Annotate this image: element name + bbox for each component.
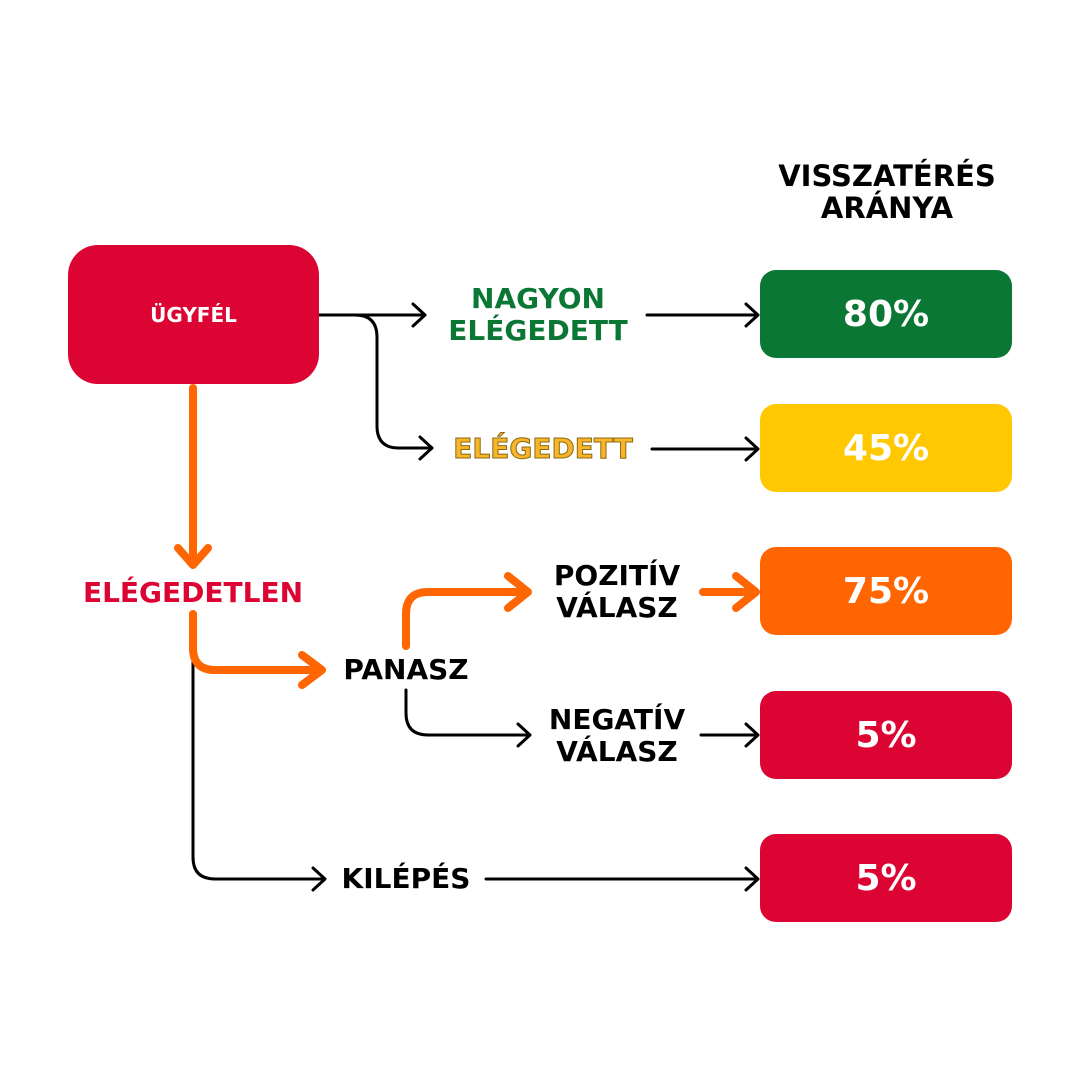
rate-box-negative: 5% bbox=[760, 691, 1012, 779]
connector-rate-3 bbox=[699, 572, 760, 612]
satisfied-label: ELÉGEDETT bbox=[453, 432, 633, 465]
rate-box-satisfied: 45% bbox=[760, 404, 1012, 492]
connector-positive bbox=[402, 572, 532, 650]
connector-dissatisfied bbox=[174, 384, 212, 569]
positive-line2: VÁLASZ bbox=[556, 591, 678, 624]
rate-box-very-satisfied: 80% bbox=[760, 270, 1012, 358]
negative-line1: NEGATÍV bbox=[548, 703, 686, 736]
rate-value: 5% bbox=[855, 857, 917, 899]
connector-very-satisfied bbox=[317, 302, 427, 328]
rate-value: 5% bbox=[855, 714, 917, 756]
exit-label: KILÉPÉS bbox=[341, 862, 471, 895]
rate-title-line1: VISSZATÉRÉS bbox=[778, 159, 996, 193]
positive-response-label: POZITÍV VÁLASZ bbox=[554, 560, 680, 624]
negative-line2: VÁLASZ bbox=[556, 735, 678, 768]
connector-rate-1 bbox=[645, 302, 760, 328]
rate-box-positive: 75% bbox=[760, 547, 1012, 635]
very-satisfied-line1: NAGYON bbox=[471, 282, 605, 315]
rate-title: VISSZATÉRÉS ARÁNYA bbox=[778, 160, 996, 224]
customer-node: ÜGYFÉL bbox=[68, 245, 319, 384]
customer-label: ÜGYFÉL bbox=[150, 302, 237, 327]
connector-rate-5 bbox=[484, 866, 760, 892]
connector-complaint bbox=[189, 610, 326, 689]
rate-box-exit: 5% bbox=[760, 834, 1012, 922]
dissatisfied-label: ELÉGEDETLEN bbox=[82, 576, 304, 609]
positive-line1: POZITÍV bbox=[553, 559, 681, 592]
connector-negative bbox=[404, 688, 532, 748]
connector-exit bbox=[191, 648, 327, 892]
rate-value: 75% bbox=[842, 570, 930, 612]
connector-satisfied bbox=[353, 313, 434, 461]
very-satisfied-label: NAGYON ELÉGEDETT bbox=[448, 283, 627, 347]
very-satisfied-line2: ELÉGEDETT bbox=[448, 314, 628, 347]
rate-title-line2: ARÁNYA bbox=[820, 191, 954, 225]
connector-rate-2 bbox=[650, 436, 760, 462]
rate-value: 80% bbox=[842, 293, 930, 335]
negative-response-label: NEGATÍV VÁLASZ bbox=[549, 704, 685, 768]
complaint-label: PANASZ bbox=[343, 653, 469, 686]
rate-value: 45% bbox=[842, 427, 930, 469]
connector-rate-4 bbox=[699, 722, 760, 748]
